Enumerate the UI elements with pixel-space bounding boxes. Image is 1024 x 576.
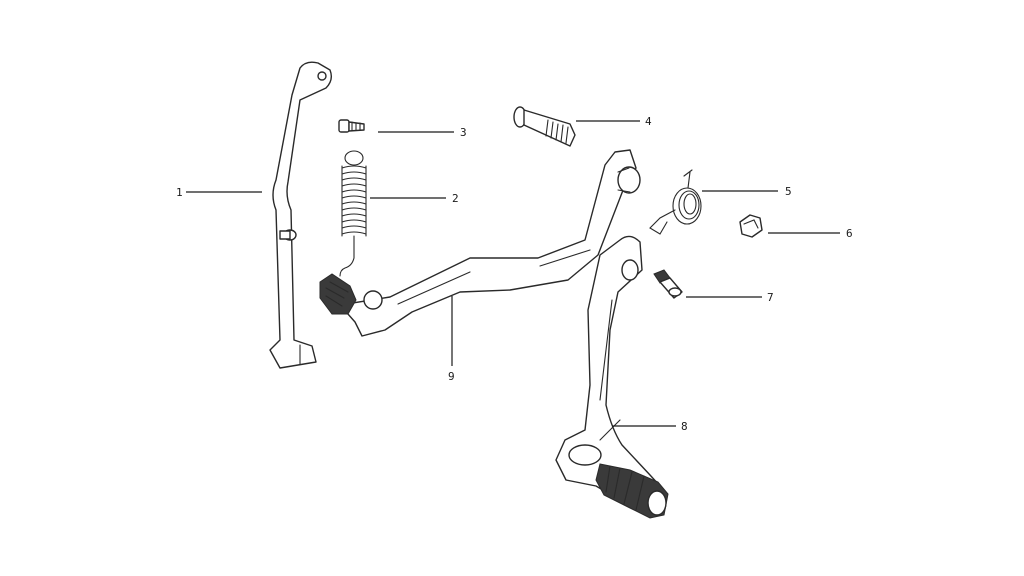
leader-lines (186, 120, 840, 427)
nut-part (739, 214, 763, 238)
pedal-part (555, 235, 669, 519)
callout-7: 7 (767, 291, 774, 304)
side-stand-part (269, 61, 333, 369)
callout-6: 6 (846, 227, 853, 240)
callout-2: 2 (452, 192, 459, 205)
callout-9: 9 (448, 370, 455, 383)
callout-labels: 1 2 3 4 5 6 7 8 9 (176, 115, 853, 433)
callout-1: 1 (176, 186, 183, 199)
callout-4: 4 (645, 115, 652, 128)
spring-part (339, 150, 367, 277)
shift-arm-part (319, 149, 641, 337)
pivot-bolt-part (513, 106, 576, 147)
callout-8: 8 (681, 420, 688, 433)
bolt-part (338, 119, 365, 133)
screw-part (653, 269, 683, 299)
torsion-spring-part (649, 169, 702, 235)
callout-3: 3 (460, 126, 467, 139)
callout-5: 5 (785, 185, 792, 198)
